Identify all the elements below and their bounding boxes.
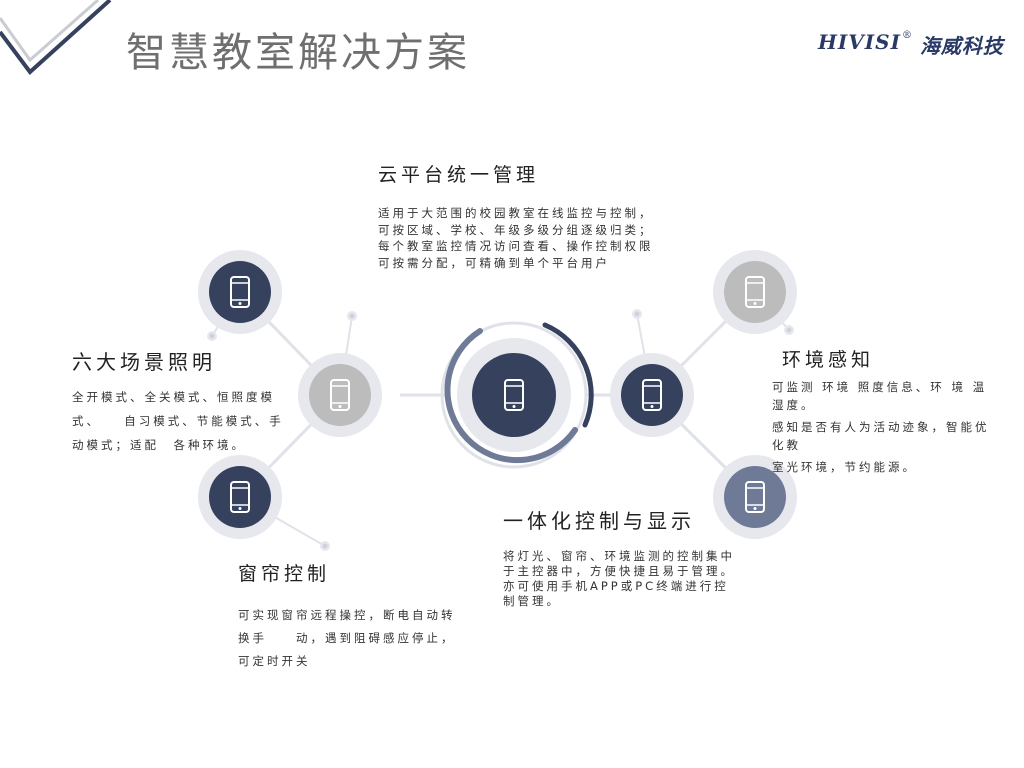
- node-control-hub: [610, 353, 694, 437]
- curtain-title: 窗帘控制: [238, 563, 331, 585]
- company-logo: HIVISI ® 海威科技: [818, 30, 1004, 59]
- node-scene-hub: [298, 353, 382, 437]
- integrated-title: 一体化控制与显示: [503, 509, 695, 533]
- center-hub-node: [440, 321, 594, 469]
- curtain-desc: 可实现窗帘远程操控，断电自动转换手 动，遇到阻碍感应停止，可定时开关: [238, 608, 456, 668]
- env-desc-line2: 感知是否有人为活动迹象，智能优化教: [772, 420, 990, 452]
- env-desc-line3: 室光环境，节约能源。: [772, 460, 917, 474]
- env-title: 环境感知: [782, 349, 875, 371]
- integrated-desc: 将灯光、窗帘、环境监测的控制集中于主控器中，方便快捷且易于管理。亦可使用手机AP…: [503, 549, 735, 608]
- page-title: 智慧教室解决方案: [126, 30, 470, 76]
- node-curtain: [198, 455, 282, 539]
- lighting-desc: 全开模式、全关模式、恒照度模式、 自习模式、节能模式、手动模式；适配 各种环境。: [72, 390, 284, 452]
- decorative-dots: [207, 309, 794, 551]
- env-desc-line1: 可监测 环境 照度信息、环 境 温湿度。: [772, 380, 988, 412]
- corner-chevron-decoration: [0, 0, 112, 75]
- logo-registered-mark: ®: [901, 30, 912, 41]
- lighting-title: 六大场景照明: [72, 350, 216, 374]
- node-lighting: [198, 250, 282, 334]
- env-desc: 可监测 环境 照度信息、环 境 温湿度。 感知是否有人为活动迹象，智能优化教 室…: [772, 378, 997, 480]
- logo-brand-cn: 海威科技: [919, 34, 1004, 58]
- node-display: [713, 455, 797, 539]
- cloud-title: 云平台统一管理: [378, 164, 540, 186]
- logo-brand-en: HIVISI: [818, 30, 901, 54]
- node-environment: [713, 250, 797, 334]
- cloud-desc: 适用于大范围的校园教室在线监控与控制，可按区域、学校、年级多级分组逐级归类；每个…: [378, 206, 654, 270]
